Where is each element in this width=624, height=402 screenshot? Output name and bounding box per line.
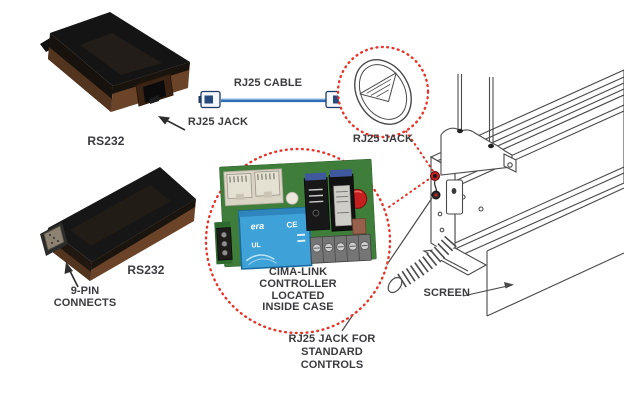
suspension-rods xyxy=(457,74,494,146)
label-controller-line1: CIMA-LINK xyxy=(268,266,328,278)
label-screen: SCREEN xyxy=(423,287,470,299)
label-rs232-top: RS232 xyxy=(87,134,125,148)
label-controller-line4: INSIDE CASE xyxy=(262,301,334,314)
terminal-strip xyxy=(309,233,372,264)
screen-sheet xyxy=(486,187,624,317)
rj25-cable-graphic xyxy=(198,90,348,109)
rs232-adapter-top-photo xyxy=(40,12,190,112)
ul-mark: UL xyxy=(251,242,261,250)
conduit xyxy=(387,235,457,294)
ce-mark: CE xyxy=(286,220,298,230)
label-nine-pin-connects: 9-PIN CONNECTS xyxy=(46,285,124,309)
label-std-controls-line1: RJ25 JACK FOR xyxy=(288,333,376,345)
label-std-controls-line3: CONTROLS xyxy=(300,359,364,371)
label-rs232-bottom: RS232 xyxy=(127,263,165,277)
jack-cover-disc xyxy=(354,59,412,125)
rs232-adapter-bottom-photo xyxy=(40,167,196,281)
label-controller-note: CIMA-LINK CONTROLLER LOCATED INSIDE CASE xyxy=(238,266,358,314)
label-rj25-cable: RJ25 CABLE xyxy=(233,77,303,89)
nine-pin-arrow xyxy=(64,262,79,288)
screen-assembly-drawing xyxy=(387,69,624,317)
rj25-plug-left xyxy=(198,90,221,109)
label-std-controls-line2: STANDARD xyxy=(301,346,363,358)
rj25-jack-socket xyxy=(135,73,174,107)
label-controller-line3: LOCATED xyxy=(271,289,325,302)
controller-detail-callout: era CE UL xyxy=(204,147,392,335)
label-nine-pin-line2: CONNECTS xyxy=(53,297,117,309)
relays xyxy=(303,169,368,235)
controller-board-photo: era CE UL xyxy=(214,158,377,270)
controller-detail-leader xyxy=(388,178,430,208)
label-nine-pin-line1: 9-PIN xyxy=(70,285,100,297)
db9-connector xyxy=(40,222,68,256)
label-rj25-jack-detail: RJ25 JACK xyxy=(352,133,414,145)
rj25-link-jack xyxy=(430,171,440,194)
rj25-jack-detail-callout xyxy=(336,45,430,139)
rj25-standard-jack xyxy=(431,190,441,200)
label-rj25-jack-adapter: RJ25 JACK xyxy=(187,116,249,128)
board-rj-jacks xyxy=(223,168,284,207)
transformer: era CE UL xyxy=(237,206,313,270)
screen-arrow xyxy=(462,282,514,297)
rj25-jack-arrow xyxy=(158,116,186,131)
transformer-brand: era xyxy=(250,221,264,232)
label-controller-line2: CONTROLLER xyxy=(259,277,337,290)
label-std-controls: RJ25 JACK FOR STANDARD CONTROLS xyxy=(277,333,387,372)
